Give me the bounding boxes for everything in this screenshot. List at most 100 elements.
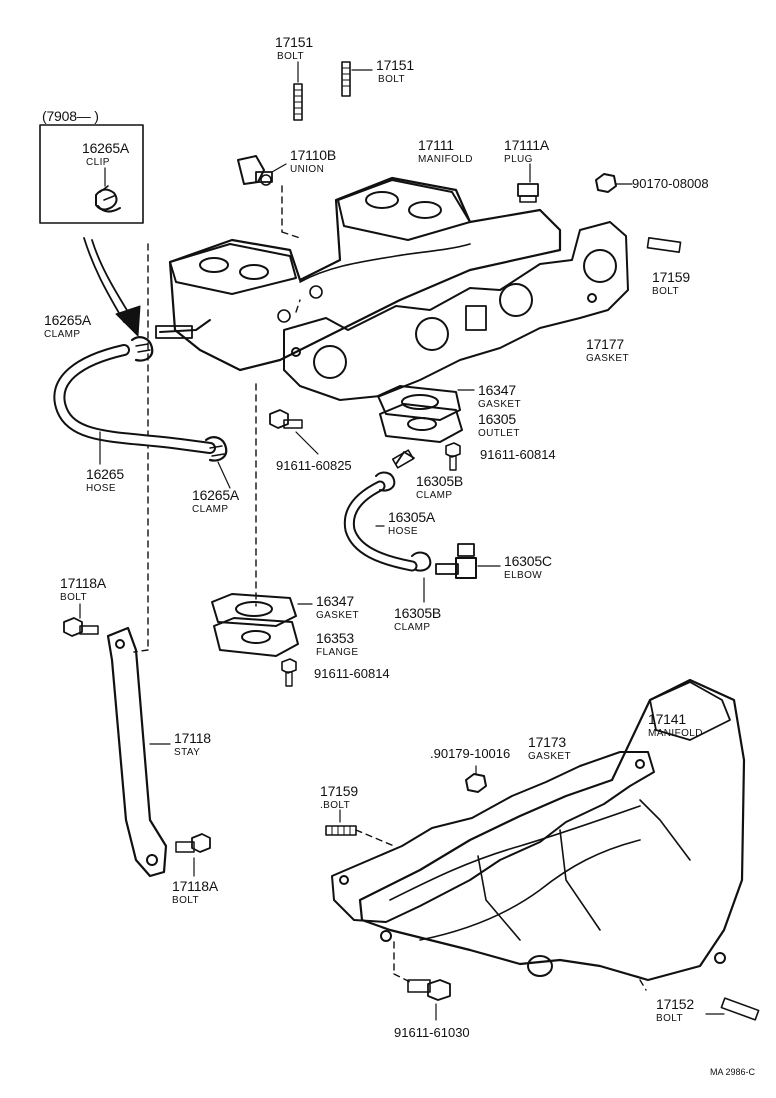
label-bolt-91611-60814-b: 91611-60814 — [314, 666, 390, 681]
part-name: HOSE — [388, 526, 418, 537]
part-number: 16305 — [478, 411, 516, 427]
figure-code: MA 2986-C — [710, 1067, 756, 1077]
part-name: GASKET — [316, 610, 359, 621]
label-clamp-16305b-a: 16305B CLAMP — [416, 474, 463, 501]
label-hose-16305a: 16305A HOSE — [388, 510, 435, 537]
union-17110b — [237, 155, 273, 186]
part-name: HOSE — [86, 483, 116, 494]
part-name: CLAMP — [192, 504, 229, 515]
bolt-91611-61030 — [407, 979, 451, 1001]
part-number: 17177 — [586, 336, 624, 352]
clamp-16305b-upper — [375, 471, 396, 492]
label-manifold-exhaust: 17141 MANIFOLD — [648, 712, 703, 739]
dashed-leaders-bottom — [355, 829, 647, 991]
label-clip: 16265A CLIP — [82, 141, 129, 168]
part-name: FLANGE — [316, 647, 359, 658]
elbow-16305c — [435, 543, 477, 579]
part-number: 16265A — [82, 140, 130, 156]
label-clamp-16305b-b: 16305B CLAMP — [394, 606, 441, 633]
label-bolt-17118a-a: 17118A BOLT — [60, 576, 106, 603]
part-name: MANIFOLD — [418, 154, 473, 165]
part-number: 17151 — [376, 57, 414, 73]
stud-17159-right — [646, 237, 682, 253]
part-number: 17111A — [504, 137, 549, 153]
part-name: CLAMP — [394, 622, 431, 633]
part-number: 16305B — [394, 605, 442, 621]
plug-17111a — [517, 183, 539, 203]
inset-box — [39, 124, 144, 224]
label-stay: 17118 STAY — [174, 731, 211, 758]
part-name: UNION — [290, 164, 325, 175]
intake-manifold-17111 — [155, 176, 562, 372]
label-clamp-16265a-b: 16265A CLAMP — [192, 488, 239, 515]
label-outlet: 16305 OUTLET — [478, 412, 520, 439]
label-stud-17159-right: 17159 BOLT — [652, 270, 690, 297]
part-name: MANIFOLD — [648, 728, 703, 739]
part-name: STAY — [174, 747, 201, 758]
label-nut-90179: .90179-10016 — [430, 746, 511, 761]
flange-assembly — [211, 593, 299, 657]
part-number: 17111 — [418, 137, 454, 153]
label-bolt-91611-60814-a: 91611-60814 — [480, 447, 556, 462]
dashed-leaders-top — [133, 185, 301, 653]
part-number: 16305B — [416, 473, 464, 489]
part-number: 17159 — [652, 269, 690, 285]
part-number: 16353 — [316, 630, 354, 646]
part-name: BOLT — [172, 895, 199, 906]
label-elbow: 16305C ELBOW — [504, 554, 552, 581]
part-number: 16265A — [44, 312, 92, 328]
hose-16305a — [343, 480, 418, 572]
arrow-head — [115, 305, 141, 337]
stay-17118 — [106, 626, 168, 878]
label-gasket-17177: 17177 GASKET — [586, 337, 629, 364]
bolt-17118a-upper — [63, 617, 99, 637]
label-17151-b: 17151 BOLT — [376, 58, 414, 85]
part-number: 17151 — [275, 34, 313, 50]
part-name: CLAMP — [44, 329, 81, 340]
stud-17152 — [720, 997, 760, 1021]
label-plug: 17111A PLUG — [504, 138, 549, 165]
part-name: ELBOW — [504, 570, 543, 581]
exhaust-manifold-17141 — [358, 678, 746, 982]
part-name: GASKET — [586, 353, 629, 364]
label-union: 17110B UNION — [290, 148, 336, 175]
hose-16265 — [53, 344, 216, 454]
part-name: BOLT — [60, 592, 87, 603]
stud-17151-a — [293, 83, 303, 121]
clip-part — [95, 185, 121, 213]
label-17151-a: 17151 BOLT — [275, 35, 313, 62]
part-number: 17173 — [528, 734, 566, 750]
part-number: 17118A — [172, 878, 219, 894]
gasket-17173 — [331, 751, 655, 923]
label-stud-17159-left: 17159 .BOLT — [320, 784, 358, 811]
label-hose-16265: 16265 HOSE — [86, 467, 124, 494]
part-name: CLIP — [86, 157, 110, 168]
stud-17159-left — [325, 825, 357, 836]
part-name: .BOLT — [320, 800, 351, 811]
part-name: PLUG — [504, 154, 533, 165]
label-bolt-17118a-b: 17118A BOLT — [172, 879, 218, 906]
gasket-17177 — [283, 221, 629, 401]
part-number: 16265A — [192, 487, 240, 503]
part-name: BOLT — [378, 74, 405, 85]
part-number: 17118 — [174, 730, 211, 746]
part-name: BOLT — [652, 286, 679, 297]
bolt-91611-60814-b — [281, 658, 297, 687]
label-nut-90170: 90170-08008 — [632, 176, 709, 191]
inset-range-label: (7908— ) — [42, 108, 99, 124]
clamp-16305b-lower — [411, 551, 432, 572]
part-number: 16265 — [86, 466, 124, 482]
part-name: OUTLET — [478, 428, 520, 439]
label-manifold-intake: 17111 MANIFOLD — [418, 138, 473, 165]
label-stud-17152: 17152 BOLT — [656, 997, 694, 1024]
part-number: 16347 — [478, 382, 516, 398]
label-gasket-16347-flange: 16347 GASKET — [316, 594, 359, 621]
label-clamp-16265a-a: 16265A CLAMP — [44, 313, 91, 340]
part-name: GASKET — [528, 751, 571, 762]
part-number: 17159 — [320, 783, 358, 799]
label-gasket-16347-outlet: 16347 GASKET — [478, 383, 521, 410]
part-name: CLAMP — [416, 490, 453, 501]
part-number: 17141 — [648, 711, 686, 727]
label-bolt-91611-60825: 91611-60825 — [276, 458, 352, 473]
